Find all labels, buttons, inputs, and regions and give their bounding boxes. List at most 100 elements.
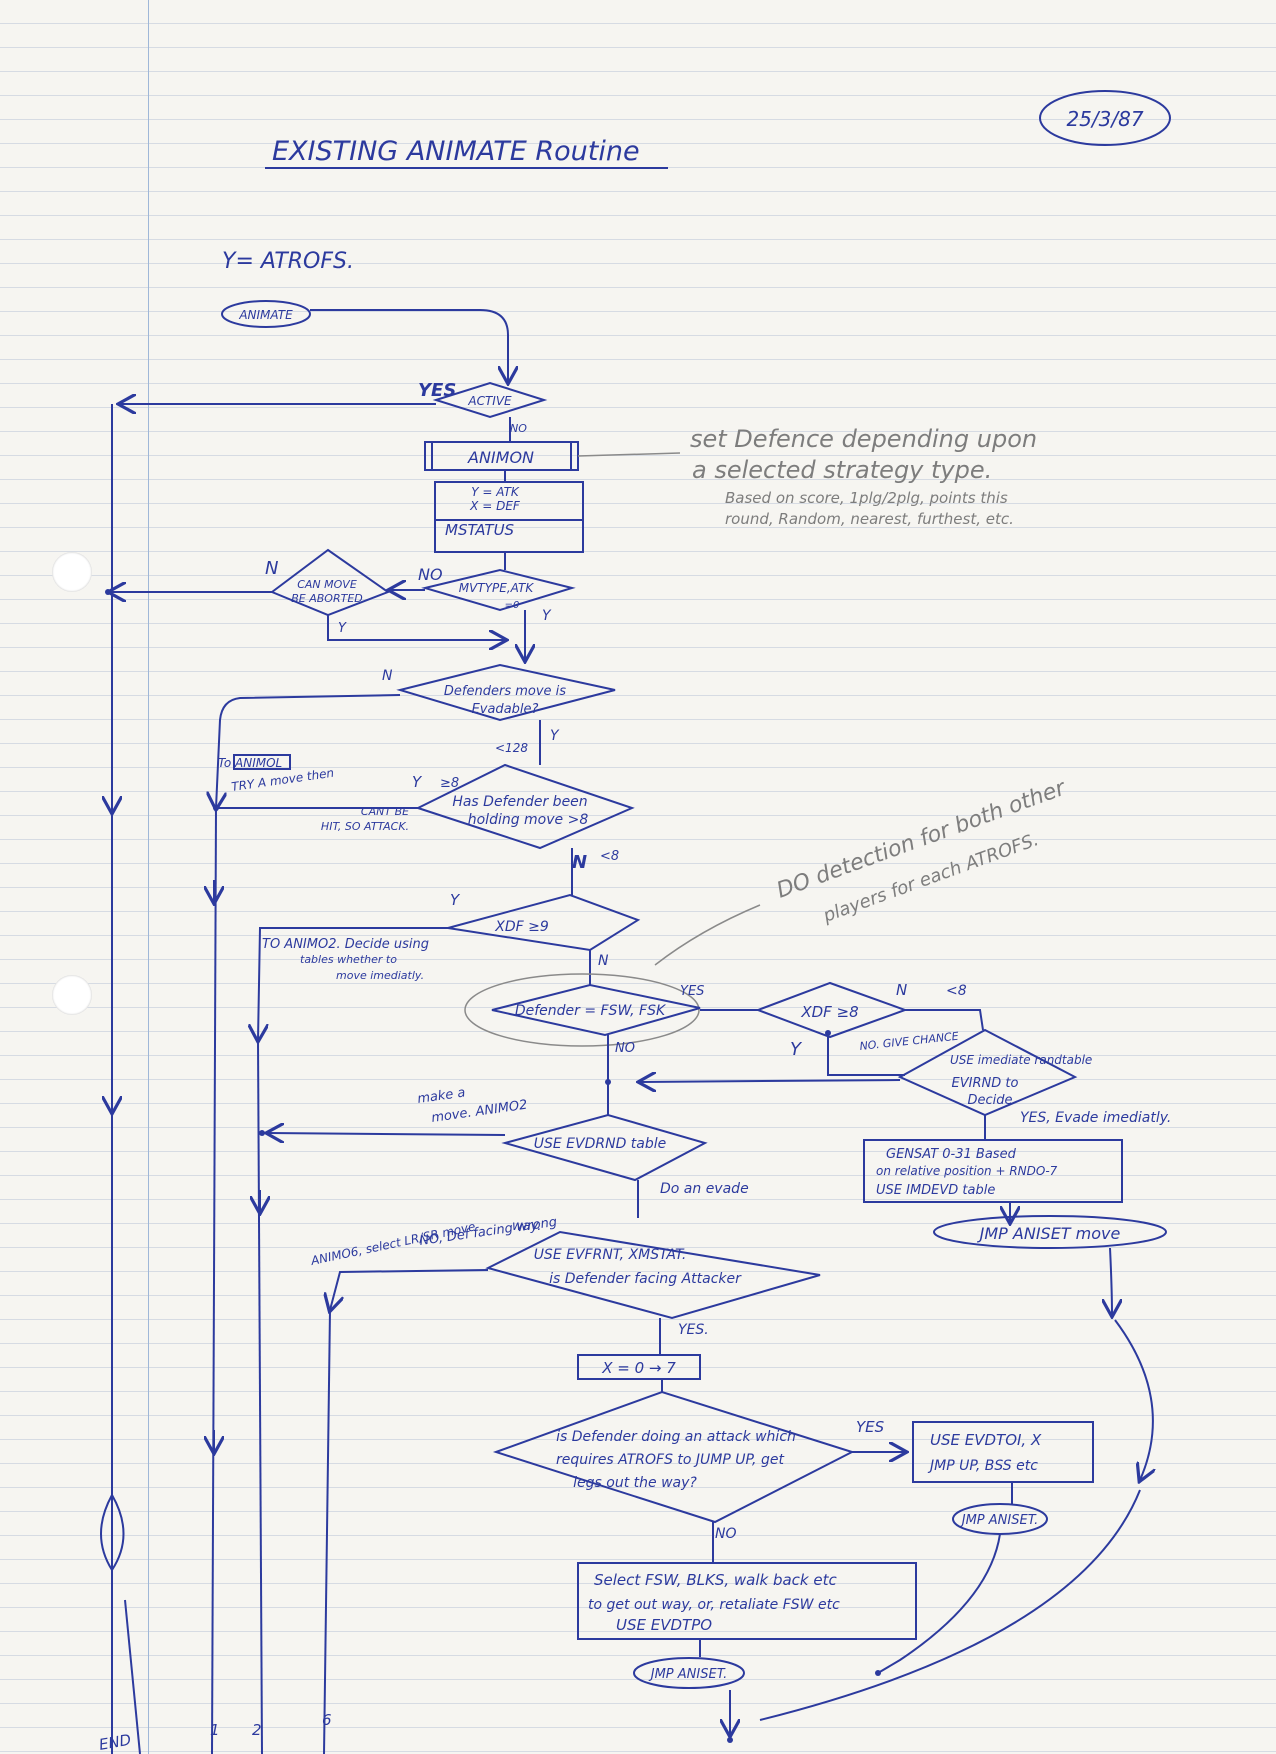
evadable-y-label: Y xyxy=(550,728,560,744)
select-box xyxy=(577,1562,917,1640)
jumpup-line2: requires ATROFS to JUMP UP, get xyxy=(556,1452,784,1468)
hasdef-line2: holding move >8 xyxy=(468,812,589,828)
strategy-note-line4: round, Random, nearest, furthest, etc. xyxy=(725,510,1014,528)
active-decision xyxy=(432,381,548,419)
connector xyxy=(759,1489,1141,1721)
mvtype-line1: MVTYPE,ATK xyxy=(459,581,535,595)
hasdef-n-label: N xyxy=(572,852,587,873)
exit-1-label: 1 xyxy=(210,1721,220,1739)
jumpup-line3: legs out the way? xyxy=(573,1475,697,1491)
select-line3: USE EVDTPO xyxy=(616,1616,712,1634)
mstatus-box xyxy=(434,481,584,553)
defender-decision xyxy=(491,983,701,1037)
exit-lane-1 xyxy=(211,807,217,1754)
gensat-line1: GENSAT 0-31 Based xyxy=(886,1147,1017,1162)
defender-label: Defender = FSW, FSK xyxy=(515,1003,667,1019)
evadable-lt128-label: <128 xyxy=(495,741,528,755)
junction-dot xyxy=(105,589,111,595)
doanevade-label: Do an evade xyxy=(660,1181,749,1197)
cantbehit-line2: HIT, SO ATTACK. xyxy=(321,820,409,833)
strategy-note-line2: a selected strategy type. xyxy=(692,456,992,484)
evadable-decision xyxy=(396,663,616,722)
hasdef-y-label: Y xyxy=(412,773,423,791)
xdf8-y-label: Y xyxy=(790,1039,803,1060)
date-oval xyxy=(1039,90,1171,146)
makeamove-line1: make a xyxy=(416,1085,466,1107)
margin-line xyxy=(148,0,149,1754)
can-move-n-label: N xyxy=(265,558,278,579)
xdf9-decision xyxy=(447,893,641,952)
junction-dot xyxy=(825,1030,831,1036)
defender-yes-label: YES xyxy=(680,984,704,999)
jmp-aniset-move-label: JMP ANISET move xyxy=(977,1224,1121,1243)
binder-hole xyxy=(52,552,92,592)
jmp-aniset-move-terminal xyxy=(933,1215,1167,1249)
connector xyxy=(258,927,448,1040)
exit-6-label: 6 xyxy=(322,1711,332,1729)
givechance-label: NO. GIVE CHANCE xyxy=(859,1030,959,1053)
can-move-line1: CAN MOVE xyxy=(297,578,357,591)
jumpup-yes-label: YES xyxy=(856,1418,885,1436)
page-title: EXISTING ANIMATE Routine xyxy=(272,136,640,167)
jmp-aniset-terminal-2 xyxy=(633,1657,745,1689)
loop-mark xyxy=(100,1494,125,1572)
evdtol-line2: JMP UP, BSS etc xyxy=(927,1458,1038,1474)
connector xyxy=(654,904,761,966)
evdtol-box xyxy=(912,1421,1094,1483)
xdf8-n-label: N xyxy=(896,981,907,999)
animon-label: ANIMON xyxy=(467,448,534,467)
start-terminal xyxy=(221,300,311,328)
animo6-line3: way. xyxy=(512,1219,541,1234)
gensat-line3: USE IMDEVD table xyxy=(876,1183,995,1198)
exit-2-label: 2 xyxy=(252,1721,262,1739)
hasdef-ge8-label: ≥8 xyxy=(440,776,459,791)
date-text: 25/3/87 xyxy=(1066,107,1143,131)
can-move-y-label: Y xyxy=(338,621,347,636)
connector xyxy=(1110,1247,1112,1315)
mvtype-line2: =0 xyxy=(505,600,520,611)
connector xyxy=(905,1009,984,1031)
jmp-aniset-label-2: JMP ANISET. xyxy=(648,1667,727,1682)
header-note: Y= ATROFS. xyxy=(222,249,354,274)
connector xyxy=(827,1037,905,1076)
evadable-line1: Defenders move is xyxy=(444,684,566,699)
mstatus-line2: X = DEF xyxy=(469,499,521,513)
xdf9-n-label: N xyxy=(598,953,609,969)
jmp-aniset-label-1: JMP ANISET. xyxy=(959,1513,1038,1528)
can-move-decision xyxy=(269,548,391,617)
select-line1: Select FSW, BLKS, walk back etc xyxy=(594,1571,837,1589)
gensat-box xyxy=(863,1139,1123,1203)
connector xyxy=(577,452,681,457)
facing-line1: USE EVFRNT, XMSTAT. xyxy=(534,1247,687,1263)
strategy-note-line1: set Defence depending upon xyxy=(690,425,1037,453)
select-line2: to get out way, or, retaliate FSW etc xyxy=(588,1597,840,1613)
evadable-line2: Evadable? xyxy=(472,702,539,717)
evirnd-decision xyxy=(897,1028,1078,1117)
x-range-label: X = 0 → 7 xyxy=(601,1359,676,1377)
connector xyxy=(1114,1319,1153,1480)
active-yes-label: YES xyxy=(418,380,456,401)
active-label: ACTIVE xyxy=(467,394,512,408)
connector xyxy=(268,1133,506,1135)
exit-lane-6 xyxy=(323,1309,331,1754)
connector xyxy=(310,309,508,382)
defender-no-label: NO xyxy=(615,1041,635,1056)
jumpup-line1: is Defender doing an attack which xyxy=(556,1429,796,1445)
toanimo2-line2: tables whether to xyxy=(300,953,397,966)
facing-line2: is Defender facing Attacker xyxy=(549,1271,742,1287)
pencil-highlight-oval xyxy=(464,973,700,1047)
connector xyxy=(216,694,401,808)
hasdef-lt8-label: <8 xyxy=(600,849,619,864)
x-range-box xyxy=(577,1354,701,1380)
facing-yes-label: YES. xyxy=(678,1322,709,1338)
facing-decision xyxy=(485,1230,821,1320)
jumpup-no-label: NO xyxy=(715,1526,737,1542)
mvtype-no-label: NO xyxy=(418,565,443,584)
gensat-line2: on relative position + RNDO-7 xyxy=(876,1164,1058,1178)
evdrnd-decision xyxy=(501,1113,708,1182)
evdrnd-label: USE EVDRND table xyxy=(534,1136,667,1152)
cantbehit-line1: CANT BE xyxy=(361,805,409,818)
junction-dot xyxy=(727,1737,733,1743)
